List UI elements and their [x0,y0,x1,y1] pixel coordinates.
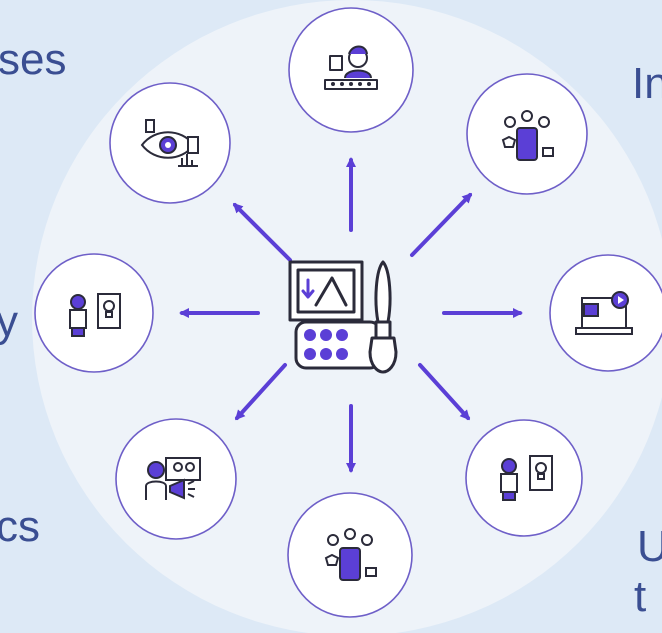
edge-text-bottom-right-1: U [637,522,662,571]
node-left [34,253,154,373]
arrow-top-left [232,202,292,262]
arrow-top-right [410,192,473,257]
edge-text-top-left: ses [0,35,67,84]
edge-text-bottom-left: cs [0,502,40,551]
person-idea-bulb-icon [69,293,121,337]
edge-text-top-right: In [632,59,662,108]
arrow-bottom-right [418,363,471,421]
arrows [179,157,523,473]
node-bottom-right [465,419,583,537]
painting-easel-palette-brush-icon [288,260,398,374]
node-top [288,7,414,133]
worker-assembly-line-icon [324,45,378,90]
person-idea-bulb-icon [500,455,553,501]
edge-text-mid-left: y [0,297,18,346]
video-laptop-icon [575,291,633,335]
smartphone-apps-icon [324,528,377,581]
arrow-bottom-left [234,363,287,421]
edge-text-bottom-right-2: t [634,572,647,621]
smartphone-apps-icon [501,110,554,161]
speaker-megaphone-icon [145,457,201,500]
eye-analytics-icon [140,119,199,167]
